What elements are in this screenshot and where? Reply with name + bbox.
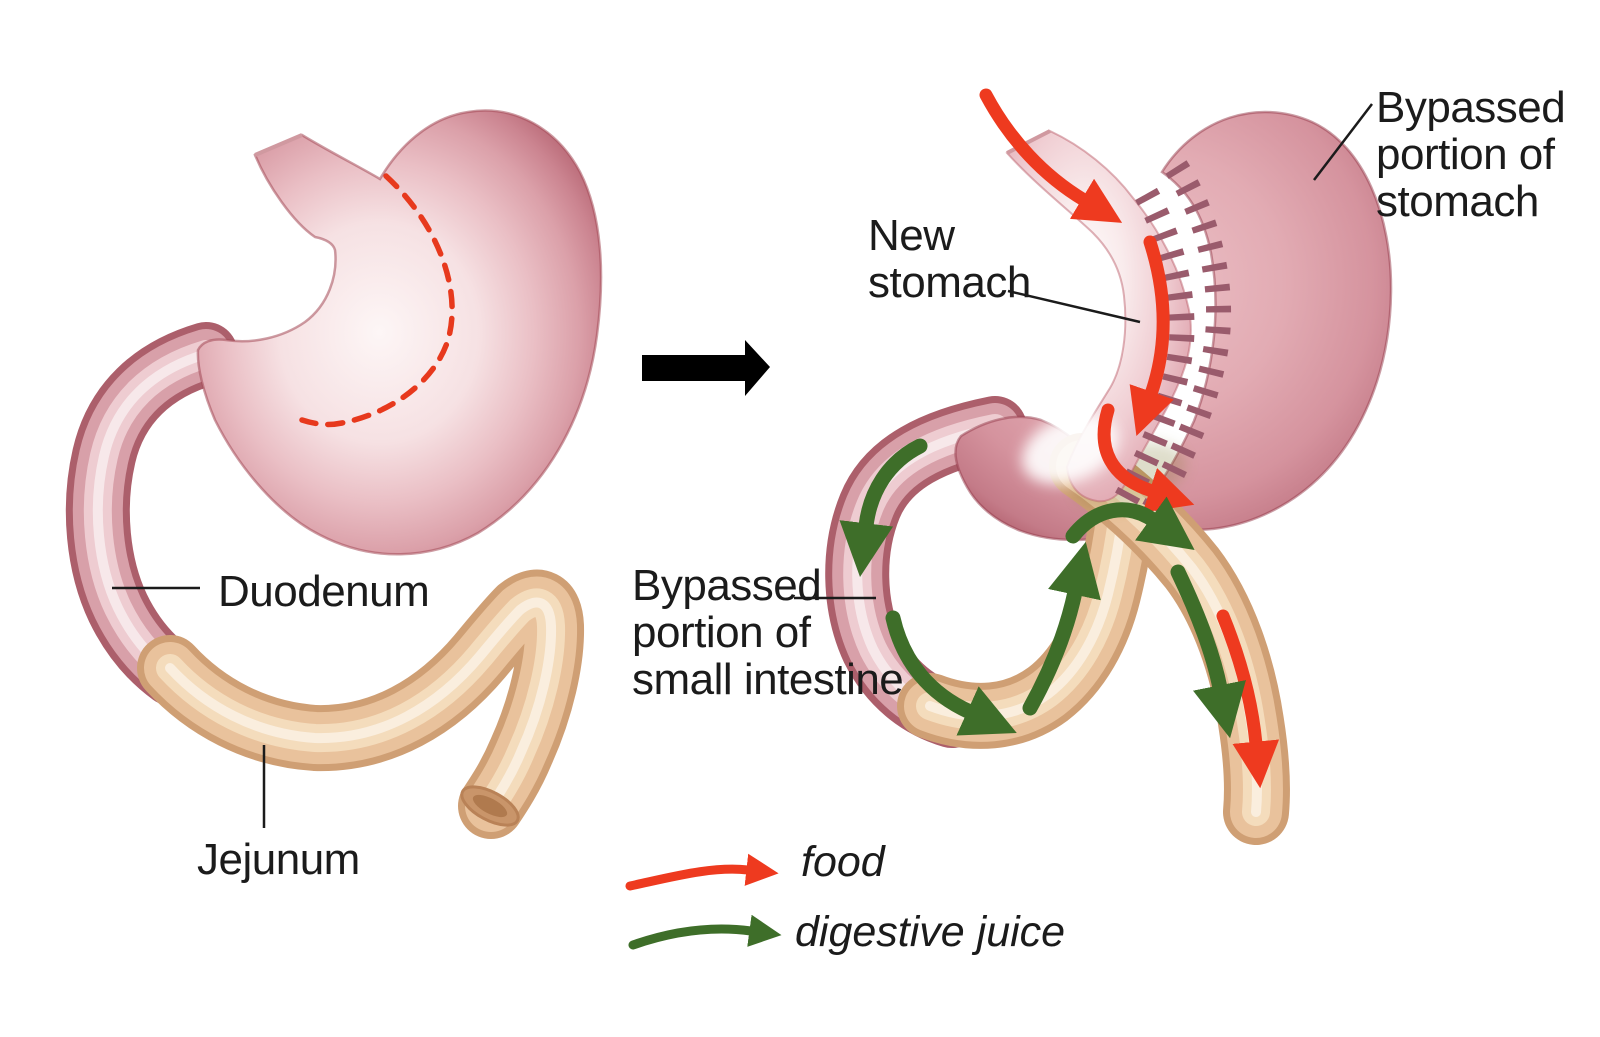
juice-arrow-common-channel (1170, 564, 1246, 739)
food-legend-label: food (801, 838, 885, 886)
esophagus-cut-edge-right (1006, 129, 1051, 155)
food-arrow-pouch (1129, 235, 1174, 437)
bypassed-intestine-label-line3: small intestine (632, 655, 904, 705)
normal-stomach (196, 109, 603, 556)
jejunum-label: Jejunum (197, 835, 360, 884)
jejunum-cut-opening (472, 794, 508, 818)
anastomosis-highlight (1022, 413, 1118, 485)
ascending-intestine-limb (897, 479, 1156, 749)
incision-dashed-line (299, 173, 455, 428)
food-arrow-anastomosis (1097, 403, 1195, 513)
leader-lines (112, 103, 1373, 828)
food-arrow-esophagus (979, 88, 1123, 223)
new-stomach-label-line2: stomach (868, 258, 1031, 308)
duodenum (65, 322, 238, 706)
bypass-anatomy-panel (825, 88, 1393, 845)
bypassed-stomach-label-line2: portion of (1376, 130, 1555, 180)
new-stomach-label-line1: New (868, 211, 955, 260)
bypassed-stomach-label-line1: Bypassed (1376, 83, 1566, 132)
staple-line-pouch-side (1111, 187, 1195, 513)
bypassed-stomach-label: Bypassed portion of stomach (1376, 83, 1566, 227)
juice-arrow-ascending-limb (1022, 541, 1101, 716)
jejunum (137, 569, 585, 839)
digestive-juice-legend-label: digestive juice (795, 908, 1066, 956)
bypassed-intestine-label: Bypassed portion of small intestine (632, 561, 904, 705)
esophagus-cut-edge (254, 133, 303, 157)
leader-line-bypassed-stomach (1313, 103, 1373, 181)
new-stomach-label: New stomach (868, 212, 1031, 306)
bypassed-intestine-label-line2: portion of (632, 608, 811, 658)
juice-arrow-duodenum-lower (885, 610, 1017, 736)
transform-arrow (642, 340, 770, 396)
food-legend-arrow (625, 853, 779, 891)
duodenum-label: Duodenum (218, 567, 430, 616)
bypassed-intestine-label-line1: Bypassed (632, 561, 822, 610)
normal-anatomy-panel (65, 109, 603, 839)
staple-line-stomach-side (1140, 160, 1232, 521)
juice-arrow-junction (1065, 496, 1195, 550)
juice-arrow-duodenum-upper (839, 438, 928, 577)
legend-arrows (625, 853, 782, 950)
bypassed-stomach-label-line3: stomach (1376, 177, 1539, 227)
digestive-juice-legend-arrow (628, 914, 782, 950)
leader-line-new-stomach (1007, 289, 1141, 324)
